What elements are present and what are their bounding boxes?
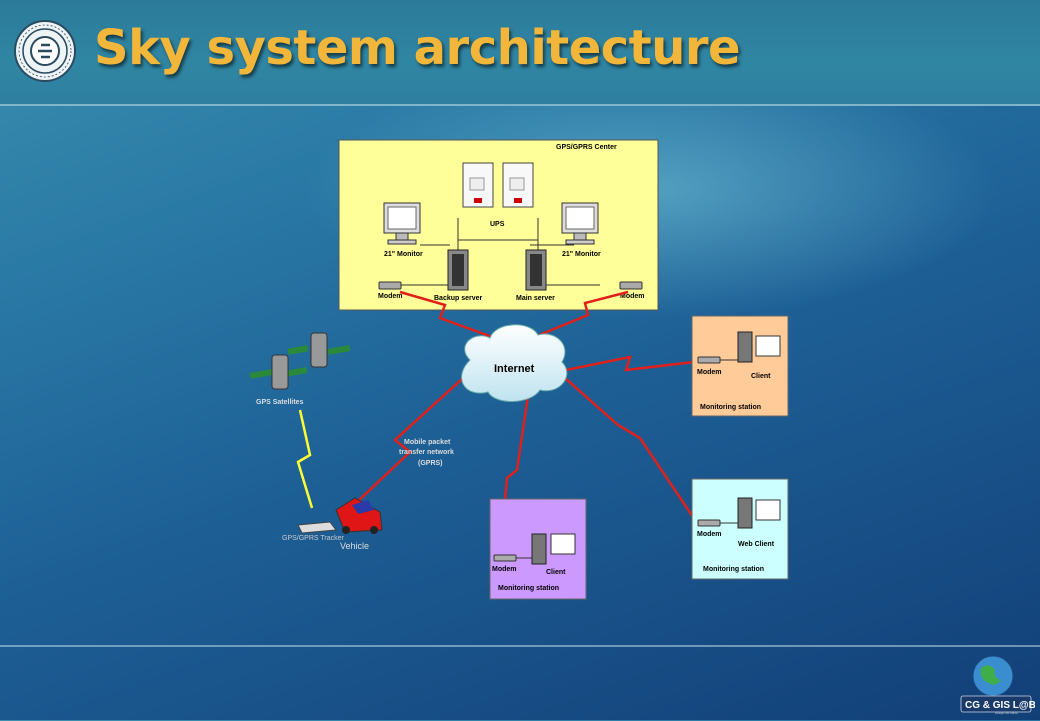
slide-title: Sky system architecture: [94, 20, 741, 76]
main-server-icon: [525, 249, 547, 291]
internet-label: Internet: [494, 363, 535, 375]
monitor-right-label: 21" Monitor: [562, 251, 601, 258]
monitor-right-icon: [561, 202, 599, 245]
backup-server-icon: [447, 249, 469, 291]
client-pc-icon: [737, 331, 753, 363]
lab-logo-text: CG & GIS L@B: [965, 700, 1035, 711]
slide-header: Sky system architecture: [0, 0, 1040, 106]
cg-gis-lab-globe-icon: CG & GIS L@B Design the future: [955, 652, 1036, 721]
link-orange-station: [565, 355, 695, 372]
university-seal-icon: [12, 18, 78, 89]
modem-right-label: Modem: [620, 293, 645, 300]
center-title: GPS/GPRS Center: [556, 144, 617, 151]
client-monitor-icon: [755, 499, 781, 521]
modem-left-icon: [378, 281, 402, 290]
gps-gprs-center-box: GPS/GPRS Center UPS 21" Monitor: [338, 139, 659, 311]
backup-server-label: Backup server: [434, 295, 483, 302]
orange-station-title: Monitoring station: [700, 404, 761, 411]
link-gprs-vehicle: [339, 367, 475, 519]
ups-icon: [462, 162, 534, 208]
link-cyan-station: [564, 377, 697, 521]
link-gps-tracker: [296, 409, 314, 509]
monitor-left-icon: [383, 202, 421, 245]
client-monitor-icon: [550, 533, 576, 555]
link-center-right: [531, 290, 629, 340]
cyan-station-title: Monitoring station: [703, 566, 764, 573]
orange-client-label: Client: [751, 373, 771, 380]
client-pc-icon: [737, 497, 753, 529]
modem-left-label: Modem: [378, 293, 403, 300]
cyan-modem-label: Modem: [697, 531, 722, 538]
gps-satellites-icon: [249, 332, 351, 390]
purple-station-title: Monitoring station: [498, 585, 559, 592]
monitoring-station-purple: Modem Client Monitoring station: [489, 498, 587, 600]
monitoring-station-cyan: Modem Web Client Monitoring station: [691, 478, 789, 580]
orange-modem-label: Modem: [697, 369, 722, 376]
modem-icon: [697, 356, 721, 364]
gps-gprs-tracker-icon: [297, 521, 337, 534]
gprs-label-line3: (GPRS): [418, 460, 443, 467]
client-monitor-icon: [755, 335, 781, 357]
lab-logo-tagline: Design the future: [995, 711, 1018, 715]
modem-right-icon: [619, 281, 643, 290]
monitoring-station-orange: Modem Client Monitoring station: [691, 315, 789, 417]
gprs-label-line1: Mobile packet: [404, 439, 451, 446]
gps-satellites-label: GPS Satellites: [256, 399, 304, 406]
vehicle-label: Vehicle: [340, 541, 369, 551]
tracker-label: GPS/GPRS Tracker: [282, 535, 345, 542]
link-center-left: [399, 290, 496, 340]
client-pc-icon: [531, 533, 547, 565]
cyan-client-label: Web Client: [738, 541, 775, 548]
purple-modem-label: Modem: [492, 566, 517, 573]
vehicle-icon: [335, 497, 383, 534]
modem-icon: [493, 554, 517, 562]
main-server-label: Main server: [516, 295, 555, 302]
internet-cloud-icon: [461, 324, 568, 402]
modem-icon: [697, 519, 721, 527]
ups-label: UPS: [490, 221, 505, 228]
gprs-label-line2: transfer network: [399, 449, 454, 456]
footer-divider: [0, 645, 1040, 647]
monitor-left-label: 21" Monitor: [384, 251, 423, 258]
purple-client-label: Client: [546, 569, 566, 576]
